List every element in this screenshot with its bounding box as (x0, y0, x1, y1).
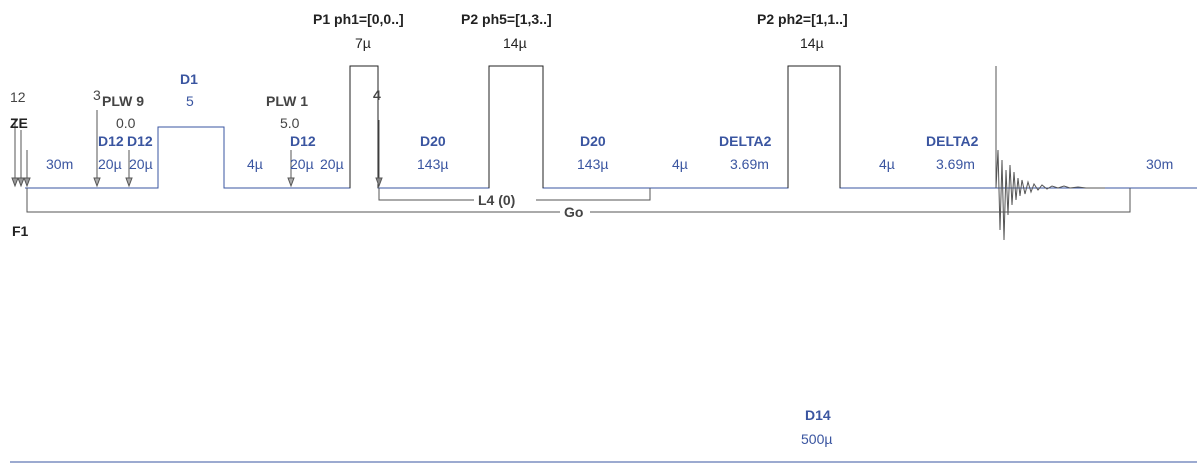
delay-5-name: D12 (290, 133, 316, 149)
delay-7-value: 143µ (417, 156, 448, 172)
delay-4-value: 4µ (247, 156, 263, 172)
delay-3-name: D1 (180, 71, 198, 87)
delay-11-value: 4µ (879, 156, 895, 172)
loop-go-label: Go (564, 204, 583, 220)
channel-label: F1 (12, 223, 29, 239)
delay-5-value: 20µ (290, 156, 314, 172)
pulse-p2-a (488, 65, 544, 188)
delay-12-name: DELTA2 (926, 133, 979, 149)
pulse-p2b-duration: 14µ (800, 35, 824, 51)
plw9-value: 0.0 (116, 115, 136, 131)
loop-l4-label-bg (474, 193, 536, 208)
f1-baseline (25, 65, 1197, 189)
pulse-p2a-duration: 14µ (503, 35, 527, 51)
loop-go-label-bg (560, 205, 590, 220)
pulse-p1-name: P1 ph1=[0,0..] (313, 11, 404, 27)
bottom-delay-name: D14 (805, 407, 831, 423)
delay-8-name: D20 (580, 133, 606, 149)
fid-signal (995, 66, 1105, 241)
plw9-marker: 3 (93, 87, 101, 103)
plw1-value: 5.0 (280, 115, 300, 131)
delay-2-value: 20µ (129, 156, 153, 172)
ze-label: ZE (10, 115, 28, 131)
delay-2-name: D12 (127, 133, 153, 149)
delay-10-value: 3.69m (730, 156, 769, 172)
delay-1-value: 20µ (98, 156, 122, 172)
pulse-p2-b (787, 65, 841, 188)
delay-0-value: 30m (46, 156, 73, 172)
pulse-p2b-name: P2 ph2=[1,1..] (757, 11, 848, 27)
ze-number: 12 (10, 89, 26, 105)
delay-1-name: D12 (98, 133, 124, 149)
pulse-p2a-name: P2 ph5=[1,3..] (461, 11, 552, 27)
trigger-arrows (11, 110, 383, 188)
bottom-delay-value: 500µ (801, 431, 832, 447)
delay-10-name: DELTA2 (719, 133, 772, 149)
loop-l4-label: L4 (0) (478, 192, 515, 208)
delay-12-value: 3.69m (936, 156, 975, 172)
delay-9-value: 4µ (672, 156, 688, 172)
delay-6-value: 20µ (320, 156, 344, 172)
plw1-name: PLW 1 (266, 93, 308, 109)
plw9-name: PLW 9 (102, 93, 144, 109)
loop-marker: 4 (373, 87, 381, 103)
delay-3-value: 5 (186, 93, 194, 109)
delay-8-value: 143µ (577, 156, 608, 172)
pulse-p1-duration: 7µ (355, 35, 371, 51)
delay-7-name: D20 (420, 133, 446, 149)
pulse-p1 (349, 65, 379, 188)
delay-13-value: 30m (1146, 156, 1173, 172)
